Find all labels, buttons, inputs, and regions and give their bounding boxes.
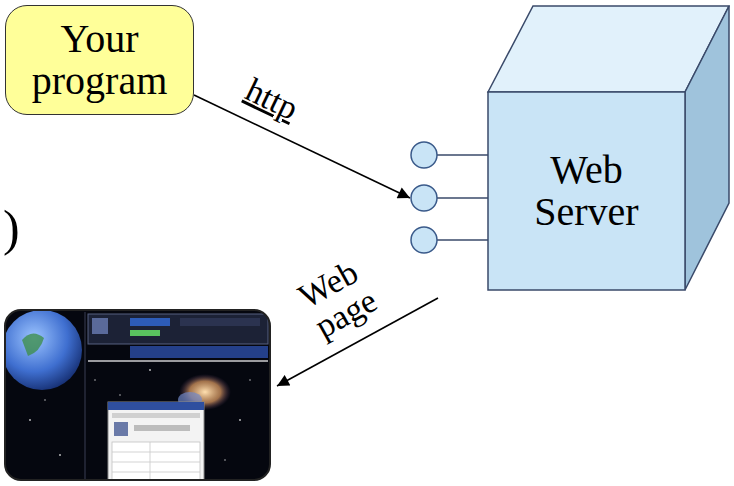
port-symbol xyxy=(411,142,488,168)
cube-front xyxy=(488,92,685,290)
node-text: Web Server xyxy=(507,149,667,233)
node-text: Your program xyxy=(16,18,183,102)
cube-side xyxy=(685,6,729,290)
http-arrow xyxy=(194,95,410,198)
port-symbol xyxy=(411,227,488,253)
web-page-screenshot xyxy=(2,310,270,482)
arrow-label: Web page xyxy=(293,240,406,344)
protocol-label: http xyxy=(240,71,304,128)
bracket-mark: ) xyxy=(3,203,20,253)
port-symbol xyxy=(411,185,488,211)
web-server-cube: Web Server xyxy=(410,5,730,292)
program-box: Your program xyxy=(5,5,194,115)
cube-face-text: Web Server xyxy=(488,92,685,290)
